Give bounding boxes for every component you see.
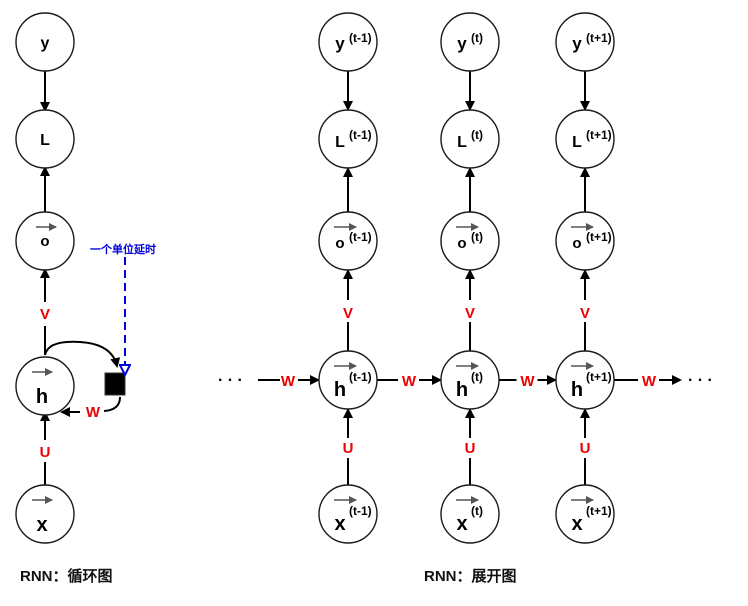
node-label: x bbox=[334, 513, 345, 535]
time-superscript: (t-1) bbox=[349, 504, 372, 518]
node-L-step-0: L (t-1) bbox=[318, 109, 378, 169]
time-superscript: (t+1) bbox=[586, 230, 612, 244]
node-label: x bbox=[456, 513, 467, 535]
node-h-step-0: h(t-1) bbox=[318, 350, 378, 410]
weight-W: W bbox=[281, 373, 296, 390]
node-h-step-2: h(t+1) bbox=[555, 350, 615, 410]
time-superscript: (t-1) bbox=[349, 230, 372, 244]
weight-W: W bbox=[86, 404, 101, 421]
time-superscript: (t) bbox=[471, 31, 483, 45]
svg-text:o: o bbox=[40, 233, 49, 250]
node-label: h bbox=[456, 379, 468, 401]
node-label: y bbox=[457, 34, 467, 53]
node-o-step-0: o (t-1) bbox=[318, 211, 378, 271]
node-label: y bbox=[572, 34, 582, 53]
svg-text:y: y bbox=[41, 35, 50, 52]
node-label: o bbox=[335, 235, 344, 252]
node-x-step-0: x (t-1) bbox=[318, 484, 378, 544]
svg-text:h: h bbox=[36, 386, 48, 408]
recurrent-arc-from-delay bbox=[103, 396, 121, 412]
weight-W: W bbox=[402, 373, 417, 390]
node-y-step-0: y (t-1) bbox=[318, 12, 378, 72]
node-x-step-2: x (t+1) bbox=[555, 484, 615, 544]
weight-W: W bbox=[520, 373, 535, 390]
time-superscript: (t) bbox=[471, 504, 483, 518]
node-h-step-1: h(t) bbox=[440, 350, 500, 410]
node-label: L bbox=[457, 134, 467, 151]
delay-block bbox=[104, 372, 126, 396]
time-superscript: (t+1) bbox=[586, 31, 612, 45]
node-label: h bbox=[334, 379, 346, 401]
node-label: o bbox=[572, 235, 581, 252]
svg-text:L: L bbox=[40, 132, 50, 149]
weight-U: U bbox=[40, 444, 51, 461]
node-y-step-1: y (t) bbox=[440, 12, 500, 72]
node-label: h bbox=[571, 379, 583, 401]
node-o: o bbox=[15, 211, 75, 271]
node-y-step-2: y (t+1) bbox=[555, 12, 615, 72]
node-h: h bbox=[15, 356, 75, 416]
node-L-step-1: L (t) bbox=[440, 109, 500, 169]
node-o-step-2: o (t+1) bbox=[555, 211, 615, 271]
weight-U: U bbox=[343, 440, 354, 457]
time-superscript: (t-1) bbox=[349, 31, 372, 45]
weight-W: W bbox=[642, 373, 657, 390]
time-superscript: (t+1) bbox=[586, 504, 612, 518]
weight-U: U bbox=[580, 440, 591, 457]
time-superscript: (t) bbox=[471, 230, 483, 244]
weight-V: V bbox=[343, 305, 353, 322]
time-superscript: (t) bbox=[471, 128, 483, 142]
folded-caption: RNN：循环图 bbox=[20, 567, 113, 585]
node-label: y bbox=[335, 34, 345, 53]
node-y: y bbox=[15, 12, 75, 72]
node-L-step-2: L (t+1) bbox=[555, 109, 615, 169]
time-superscript: (t+1) bbox=[586, 128, 612, 142]
weight-V: V bbox=[465, 305, 475, 322]
folded-graph: 一个单位延时 y L o h x V U W RNN：循环图 bbox=[15, 12, 156, 585]
ellipsis-left: · · · bbox=[218, 372, 243, 389]
time-superscript: (t-1) bbox=[349, 128, 372, 142]
node-label: x bbox=[571, 513, 582, 535]
svg-text:x: x bbox=[36, 514, 47, 536]
weight-V: V bbox=[580, 305, 590, 322]
node-label: L bbox=[335, 134, 345, 151]
unrolled-caption: RNN：展开图 bbox=[424, 568, 517, 585]
time-superscript: (t-1) bbox=[349, 370, 372, 384]
node-L: L bbox=[15, 109, 75, 169]
node-label: o bbox=[457, 235, 466, 252]
node-o-step-1: o (t) bbox=[440, 211, 500, 271]
weight-U: U bbox=[465, 440, 476, 457]
recurrent-arc-to-delay bbox=[44, 340, 121, 368]
weight-V: V bbox=[40, 306, 50, 323]
delay-annotation-label: 一个单位延时 bbox=[90, 242, 156, 256]
node-x-step-1: x (t) bbox=[440, 484, 500, 544]
node-x: x bbox=[15, 484, 75, 544]
time-superscript: (t) bbox=[471, 370, 483, 384]
ellipsis-right: · · · bbox=[688, 372, 713, 389]
node-label: L bbox=[572, 134, 582, 151]
time-superscript: (t+1) bbox=[586, 370, 612, 384]
